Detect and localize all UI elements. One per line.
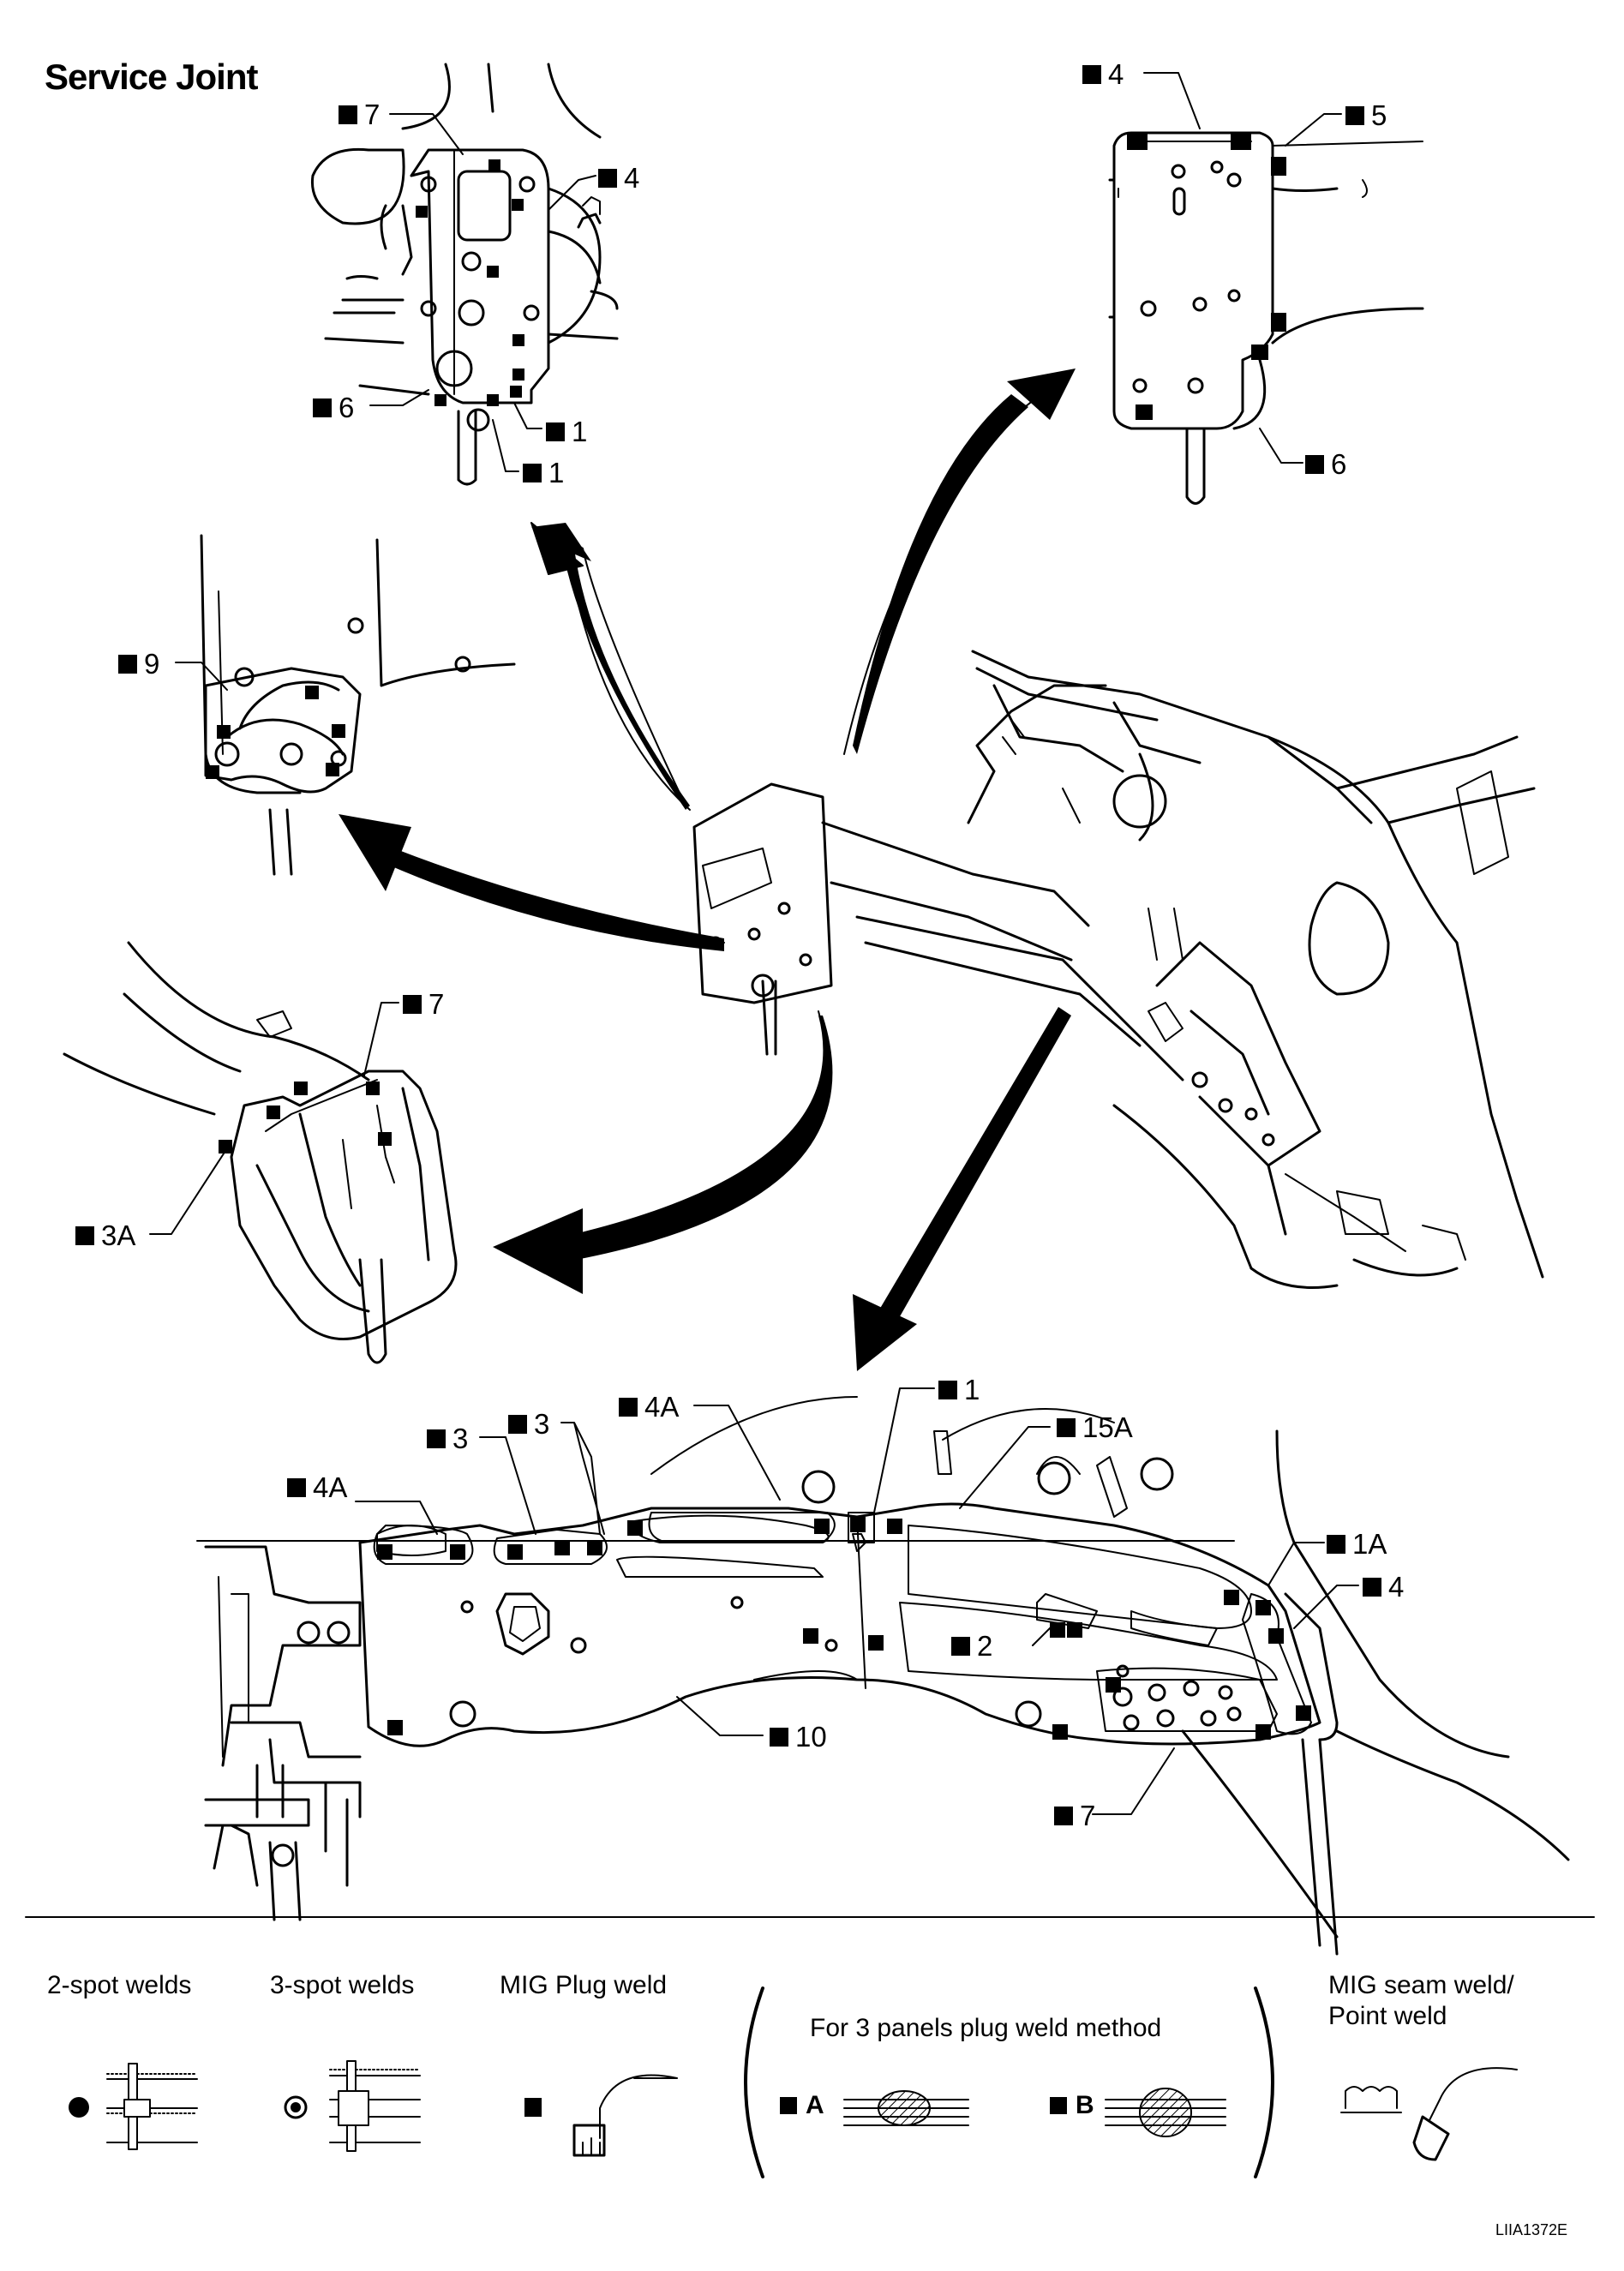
legend-seam-label-1: MIG seam weld/	[1328, 1971, 1514, 1999]
callout-tr-6: 6	[1305, 448, 1346, 481]
callout-b-7: 7	[1054, 1800, 1095, 1832]
weld-square-icon	[523, 464, 542, 482]
legend-three-spot-label: 3-spot welds	[270, 1971, 415, 1999]
weld-square-icon	[546, 422, 565, 441]
callout-b-2: 2	[951, 1630, 992, 1663]
weld-square-icon	[1363, 1578, 1381, 1597]
callout-tl-7: 7	[339, 99, 380, 131]
callout-b-3-right: 3	[508, 1408, 549, 1441]
detail-top-left	[310, 63, 619, 486]
figure-code: LIIA1372E	[1495, 2221, 1568, 2238]
weld-square-icon	[403, 995, 422, 1014]
weld-square-icon	[1305, 455, 1324, 474]
callout-b-4a-right: 4A	[619, 1391, 679, 1423]
weld-square-icon	[951, 1637, 970, 1656]
legend-seam-label-2: Point weld	[1328, 2002, 1447, 2030]
callout-b-15a: 15A	[1057, 1411, 1133, 1444]
weld-square-icon	[1050, 2097, 1067, 2114]
weld-square-icon	[938, 1381, 957, 1399]
weld-square-icon	[1054, 1807, 1073, 1825]
weld-square-icon	[287, 1478, 306, 1497]
callout-b-10: 10	[770, 1721, 827, 1753]
callout-tl-1b: 1	[523, 457, 564, 489]
callout-b-3-left: 3	[427, 1423, 468, 1455]
detail-bottom	[196, 1387, 1570, 1956]
arrows	[339, 369, 1076, 1371]
legend	[25, 1916, 1595, 2178]
weld-square-icon	[1345, 106, 1364, 125]
callout-tr-4: 4	[1082, 58, 1124, 91]
weld-square-icon	[427, 1429, 446, 1448]
detail-middle-left	[175, 534, 516, 876]
weld-square-icon	[313, 398, 332, 417]
page-title: Service Joint	[45, 57, 258, 97]
callout-tl-6: 6	[313, 392, 354, 424]
detail-top-right	[1108, 72, 1424, 505]
legend-mig-plug-label: MIG Plug weld	[500, 1971, 668, 1999]
weld-square-icon	[598, 169, 617, 188]
legend-two-spot-label: 2-spot welds	[47, 1971, 192, 1999]
weld-square-icon	[780, 2097, 797, 2114]
weld-square-icon	[118, 655, 137, 674]
callout-b-4: 4	[1363, 1571, 1404, 1603]
weld-square-icon	[339, 105, 357, 124]
callout-ll-7: 7	[403, 988, 444, 1021]
callout-ll-3a: 3A	[75, 1219, 135, 1252]
callout-b-1a: 1A	[1327, 1528, 1387, 1561]
weld-square-icon	[619, 1398, 638, 1417]
callout-b-1: 1	[938, 1374, 980, 1406]
weld-square-icon	[1327, 1535, 1345, 1554]
legend-tag-a: A	[780, 2091, 824, 2120]
callout-tl-1a: 1	[546, 416, 587, 448]
callout-b-4a-left: 4A	[287, 1471, 347, 1504]
callout-tr-5: 5	[1345, 99, 1387, 132]
weld-square-icon	[1057, 1418, 1076, 1437]
weld-square-icon	[75, 1226, 94, 1245]
body-overview	[692, 650, 1544, 1289]
legend-three-panels-label: For 3 panels plug weld method	[810, 2014, 1162, 2042]
legend-tag-b: B	[1050, 2091, 1094, 2120]
callout-tl-4: 4	[598, 162, 639, 195]
weld-square-icon	[508, 1415, 527, 1434]
weld-square-icon	[1082, 65, 1101, 84]
weld-square-icon	[770, 1728, 788, 1747]
callout-ml-9: 9	[118, 648, 159, 680]
detail-lower-left	[63, 941, 458, 1364]
